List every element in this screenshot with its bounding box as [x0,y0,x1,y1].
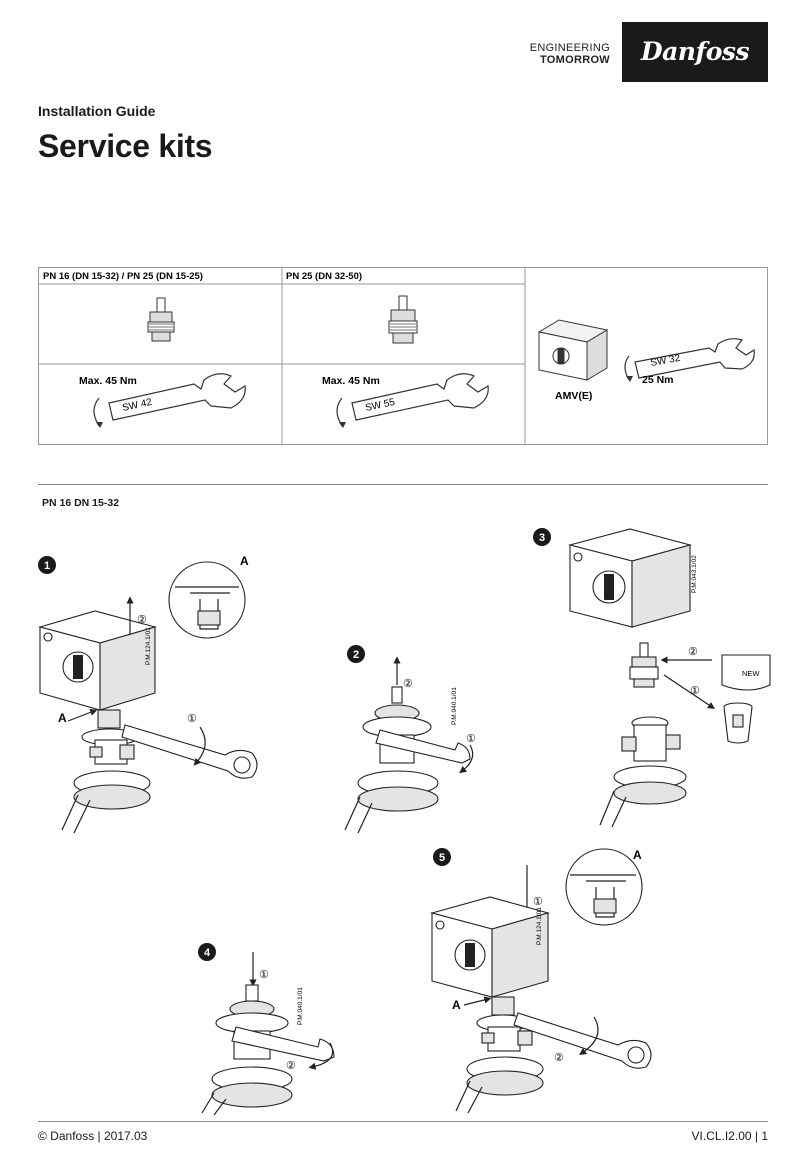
section-title: PN 16 DN 15-32 [42,497,120,509]
arrow-up-label: ② [137,614,147,626]
arrow-out-label: ① [690,685,700,697]
arrow-turn-label: ① [187,713,197,725]
pointer-label-a: A [452,998,461,1012]
step-3: 3 P.M.043.1/02 ② ① NEW [533,528,771,828]
footer-divider [38,1121,768,1122]
valve-body-illustration [599,716,687,828]
wrench-icon [121,724,258,779]
actuator-icon [537,319,609,381]
ref-code: P.M.040.1/01 [297,987,304,1025]
step-1: 1 A ② P.M.124.1/01 [37,554,258,834]
wrench-icon [336,373,489,428]
footer-doc-code: VI.CL.I2.00 | 1 [691,1129,769,1143]
col3-wrench-size: SW 32 [650,353,682,369]
ref-code: P.M.124.1/01 [536,907,543,945]
wrench-icon [513,1012,652,1069]
tagline-line2: TOMORROW [539,54,610,66]
document-type: Installation Guide [38,103,156,119]
wrench-icon [624,338,755,382]
waste-bin-icon [723,702,753,744]
valve-illustration [61,709,151,834]
logo-text: Danfoss [640,37,750,66]
valve-insert-small-icon [147,297,175,342]
wrench-icon [375,729,471,764]
step-1-number: 1 [44,560,50,572]
step-4: 4 ① P.M.040.1/01 ② [198,943,335,1115]
tagline: ENGINEERING TOMORROW [520,42,610,66]
valve-illustration [455,996,544,1114]
col2-torque: Max. 45 Nm [322,375,380,387]
footer-copyright: © Danfoss | 2017.03 [38,1129,148,1143]
callout-label-a: A [633,848,642,862]
section-divider [38,484,768,485]
step-5-number: 5 [439,852,445,864]
ref-code: P.M.040.1/01 [451,687,458,725]
detail-callout [565,848,643,926]
arrow-turn-label: ① [466,733,476,745]
actuator-illustration [429,896,551,998]
ref-code: P.M.124.1/01 [145,627,152,665]
col3-torque: 25 Nm [642,374,674,386]
step-3-number: 3 [539,532,545,544]
arrow-up-label: ② [403,678,413,690]
ref-code: P.M.043.1/02 [691,555,698,593]
valve-illustration [344,686,439,834]
step-5: 5 A ① P.M.124.1/01 ② A [429,848,652,1114]
step-5-badge [433,848,451,866]
new-label: NEW [742,669,760,678]
step-2-number: 2 [353,649,359,661]
step-2-badge [347,645,365,663]
table-graphic: PN 16 (DN 15-32) / PN 25 (DN 15-25) PN 2… [39,268,755,444]
service-kit-table: PN 16 (DN 15-32) / PN 25 (DN 15-25) PN 2… [38,267,768,445]
new-part-bag-icon [721,654,771,691]
col3-actuator-label: AMV(E) [555,390,592,402]
tagline-line1: ENGINEERING [529,42,610,54]
arrow-turn-label: ② [286,1060,296,1072]
step-4-number: 4 [204,947,211,959]
detail-callout [168,561,246,639]
step-2: 2 ② P.M.040.1/01 ① [344,645,476,834]
valve-insert-large-icon [388,295,418,344]
step-4-badge [198,943,216,961]
actuator-illustration [567,528,693,628]
page-title: Service kits [38,128,213,164]
valve-insert-icon [629,642,659,688]
col1-torque: Max. 45 Nm [79,375,137,387]
step-1-badge [38,556,56,574]
callout-label-a: A [240,554,249,568]
col2-header: PN 25 (DN 32-50) [286,271,362,282]
arrow-in-label: ② [688,646,698,658]
arrow-down-label: ① [533,896,543,908]
step-3-badge [533,528,551,546]
installation-steps-illustration: .st { stroke:#222; stroke-width:1.1; fil… [37,528,771,1115]
pointer-label-a: A [58,711,67,725]
arrow-turn-label: ② [554,1052,564,1064]
col1-header: PN 16 (DN 15-32) / PN 25 (DN 15-25) [43,271,203,282]
danfoss-logo: Danfoss [622,22,768,82]
arrow-down-label: ① [259,969,269,981]
actuator-illustration [37,610,158,711]
wrench-icon [93,373,246,428]
